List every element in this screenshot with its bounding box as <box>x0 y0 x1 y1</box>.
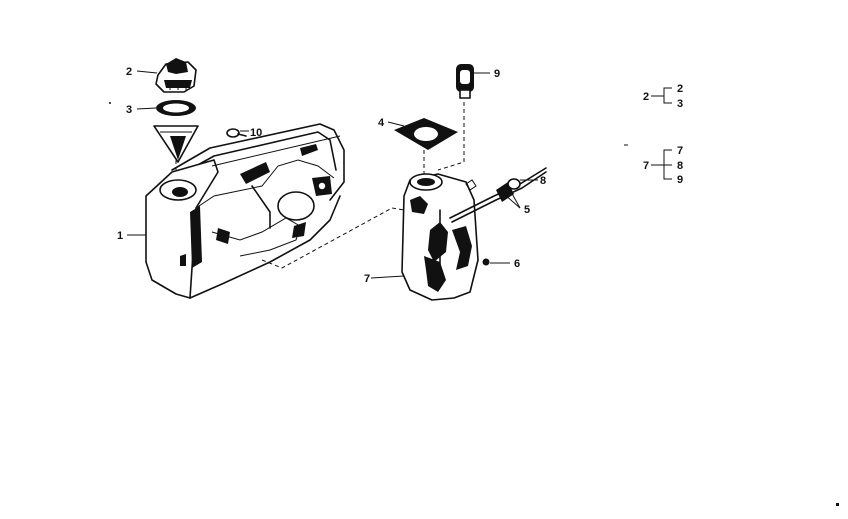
callout-8: 8 <box>540 175 546 187</box>
callout-3: 3 <box>126 104 132 116</box>
leader-7-tank <box>370 275 405 279</box>
oil-tank <box>401 173 479 301</box>
screw <box>482 258 490 266</box>
leader-5b <box>509 189 521 209</box>
assembly-line-housing <box>261 207 405 269</box>
callout-6: 6 <box>514 258 520 270</box>
pin <box>226 128 247 138</box>
legend-b-child-1: 7 <box>677 145 683 157</box>
housing <box>145 123 345 299</box>
assembly-line-cap-right <box>437 102 465 171</box>
strainer-cone <box>153 125 199 163</box>
leader-4 <box>387 121 405 127</box>
leader-5a <box>503 193 521 209</box>
filler-cap <box>155 58 197 93</box>
oil-cap <box>456 64 474 99</box>
leader-3 <box>136 107 157 110</box>
callout-7-tank: 7 <box>364 273 370 285</box>
callout-9: 9 <box>494 68 500 80</box>
legend-a-child-1: 2 <box>677 83 683 95</box>
callout-1: 1 <box>117 230 123 242</box>
legend-b-parent: 7 <box>643 160 649 172</box>
speck <box>836 503 839 506</box>
callout-10: 10 <box>250 127 262 139</box>
legend-group-a: 2 2 3 <box>643 83 683 110</box>
legend-group-b: 7 7 8 9 <box>643 145 683 186</box>
gasket-ring <box>156 100 196 116</box>
legend-b-child-3: 9 <box>677 174 683 186</box>
square-gasket <box>394 118 458 150</box>
callout-4: 4 <box>378 117 385 129</box>
speck <box>109 102 111 104</box>
callout-5: 5 <box>524 204 530 216</box>
callout-2-left: 2 <box>126 66 132 78</box>
legend-b-child-2: 8 <box>677 160 683 172</box>
leader-2-left <box>136 70 158 74</box>
legend-a-parent: 2 <box>643 91 649 103</box>
legend-a-child-2: 3 <box>677 98 683 110</box>
